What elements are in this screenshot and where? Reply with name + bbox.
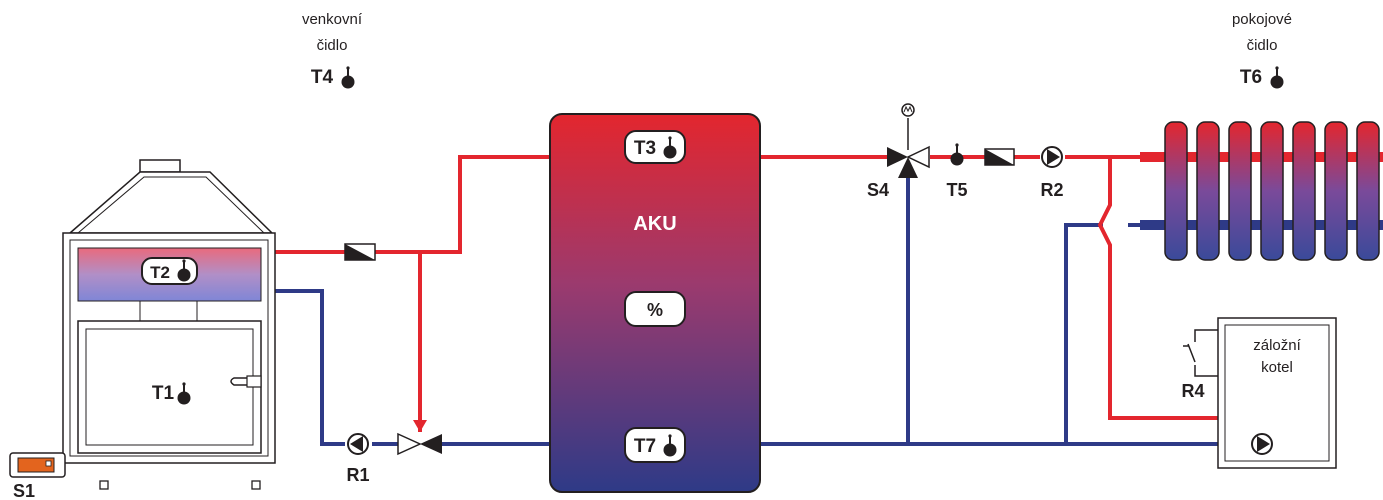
svg-text:pokojové: pokojové — [1232, 11, 1292, 28]
svg-text:záložní: záložní — [1253, 337, 1301, 354]
pump-r1: R1 — [346, 433, 370, 485]
svg-text:T1: T1 — [152, 383, 175, 404]
fan-unit: S1 — [9, 452, 66, 500]
door-handle — [230, 377, 247, 386]
servo-motor-icon — [901, 103, 915, 150]
svg-text:T6: T6 — [1240, 67, 1262, 88]
boiler-top-sensor: T2 — [141, 257, 198, 285]
relay-r4: R4 — [1181, 329, 1218, 401]
svg-text:čidlo: čidlo — [317, 37, 348, 54]
svg-text:S4: S4 — [867, 180, 889, 200]
svg-text:venkovní: venkovní — [302, 11, 363, 28]
pump-icon — [1251, 433, 1273, 455]
svg-text:S1: S1 — [13, 481, 35, 500]
svg-text:čidlo: čidlo — [1247, 37, 1278, 54]
svg-text:T3: T3 — [634, 138, 656, 159]
svg-text:R4: R4 — [1181, 381, 1204, 401]
thermometer-icon — [1269, 65, 1285, 90]
check-valve-icon — [344, 243, 376, 261]
solid-fuel-boiler — [62, 159, 276, 490]
check-valve-icon — [984, 148, 1015, 166]
three-way-valve-icon — [887, 145, 930, 178]
flow-sensor: T5 — [946, 142, 968, 200]
supply-pipes — [275, 155, 1304, 432]
pump-icon — [1041, 146, 1063, 168]
flow-arrow — [413, 420, 427, 432]
outdoor-sensor: venkovní čidlo T4 — [302, 11, 363, 90]
svg-text:T4: T4 — [311, 67, 334, 88]
svg-text:T7: T7 — [634, 436, 656, 457]
backup-boiler: záložní kotel — [1217, 317, 1337, 469]
tank-bottom-sensor: T7 — [624, 427, 686, 463]
pump-icon — [347, 433, 369, 455]
svg-text:R2: R2 — [1040, 180, 1063, 200]
thermometer-icon — [340, 65, 356, 90]
svg-text:kotel: kotel — [1261, 359, 1293, 376]
room-sensor: pokojové čidlo T6 — [1232, 11, 1292, 90]
relay-switch-icon — [1183, 329, 1218, 377]
mixing-valve-s4: S4 — [867, 103, 930, 200]
radiator — [1140, 121, 1383, 261]
svg-text:R1: R1 — [346, 465, 369, 485]
accumulation-tank: AKU T3 % T7 — [549, 113, 761, 493]
tank-percent-indicator: % — [624, 291, 686, 327]
svg-text:%: % — [647, 300, 663, 320]
pump-r2: R2 — [1040, 146, 1064, 200]
thermometer-icon — [949, 142, 965, 167]
return-pipes — [275, 173, 1302, 446]
svg-text:T2: T2 — [150, 263, 170, 282]
svg-text:T5: T5 — [946, 180, 967, 200]
boiler-sensor: T1 — [152, 381, 192, 406]
tank-top-sensor: T3 — [624, 130, 686, 164]
svg-text:AKU: AKU — [633, 213, 676, 235]
three-way-valve-icon — [397, 432, 442, 456]
